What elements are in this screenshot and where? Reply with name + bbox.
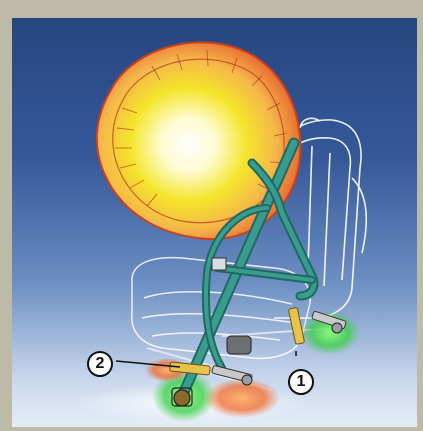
diagram-panel: 1 2 xyxy=(12,18,417,427)
seat-safety-illustration xyxy=(12,18,417,427)
heat-glow-left xyxy=(204,378,280,418)
callout-1: 1 xyxy=(288,369,314,395)
callout-2: 2 xyxy=(87,351,113,377)
